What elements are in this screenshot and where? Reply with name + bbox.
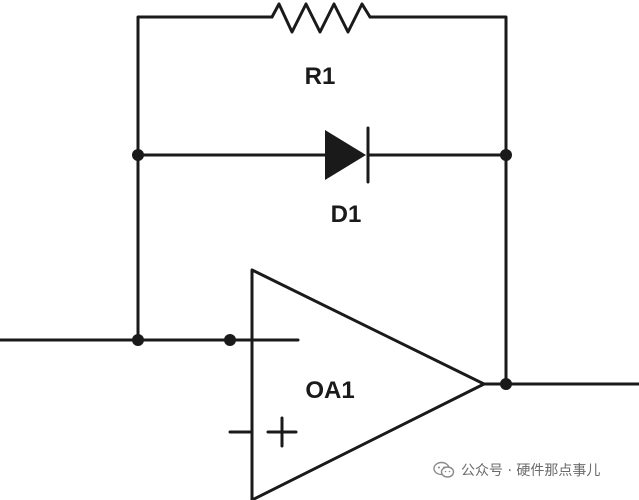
- watermark: 公众号 · 硬件那点事儿: [433, 458, 600, 482]
- junction-dot-top-left: [132, 149, 144, 161]
- wechat-icon: [433, 461, 455, 478]
- opamp-triangle: [250, 268, 486, 500]
- junction-dot-input-left: [132, 334, 144, 346]
- r1-resistor: [270, 2, 372, 34]
- junction-dot-input-inner: [224, 334, 236, 346]
- d1-diode-triangle: [325, 130, 366, 180]
- watermark-text: 公众号 · 硬件那点事儿: [461, 463, 601, 479]
- junction-dot-output: [500, 378, 512, 390]
- r1-label: R1: [305, 63, 336, 90]
- oa1-label: OA1: [305, 377, 354, 404]
- d1-label: D1: [331, 201, 362, 228]
- r1-right-wire: [368, 15, 508, 386]
- junction-dot-top-right: [500, 149, 512, 161]
- r1-left-wire: [136, 15, 274, 342]
